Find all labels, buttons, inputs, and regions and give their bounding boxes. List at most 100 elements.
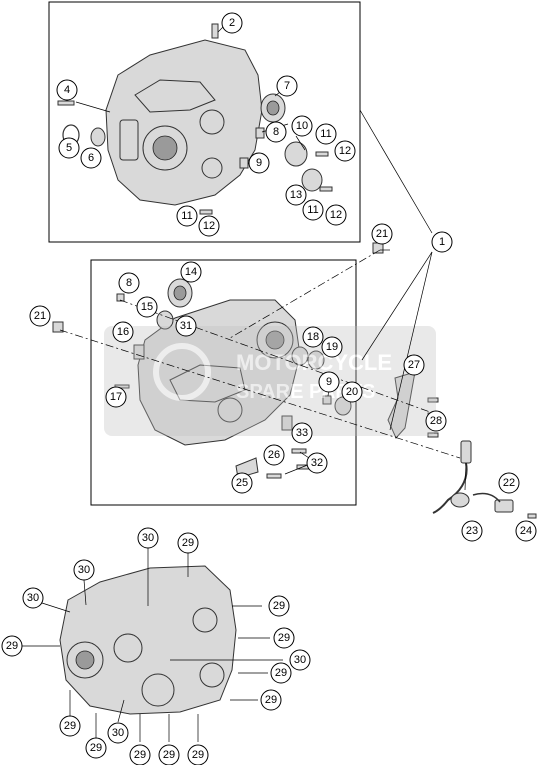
callout-label: 6: [88, 152, 94, 164]
callout-label: 29: [192, 749, 204, 761]
callout-circle: [302, 199, 324, 221]
callout-26: 26: [263, 444, 285, 466]
callout-label: 29: [163, 749, 175, 761]
callout-19: 19: [321, 336, 343, 358]
callout-12: 12: [325, 204, 347, 226]
callout-label: 15: [141, 301, 153, 313]
callout-circle: [498, 472, 520, 494]
callout-29: 29: [129, 744, 151, 765]
callout-label: 19: [326, 341, 338, 353]
callout-label: 20: [346, 386, 358, 398]
callout-circle: [176, 205, 198, 227]
callout-label: 29: [90, 742, 102, 754]
callout-29: 29: [177, 532, 199, 554]
callout-29: 29: [268, 595, 290, 617]
callout-label: 9: [256, 157, 262, 169]
callout-4: 4: [56, 79, 78, 101]
callout-label: 30: [142, 532, 154, 544]
callout-circle: [276, 75, 298, 97]
sensor-assembly: [432, 440, 537, 519]
callout-label: 11: [320, 128, 331, 140]
callout-label: 29: [275, 667, 287, 679]
callout-label: 32: [311, 457, 323, 469]
callout-20: 20: [341, 381, 363, 403]
callout-9: 9: [318, 371, 340, 393]
callout-12: 12: [198, 215, 220, 237]
callout-label: 27: [408, 359, 420, 371]
callout-circle: [198, 215, 220, 237]
callout-circle: [270, 662, 292, 684]
callout-label: 21: [34, 310, 46, 322]
callout-label: 8: [126, 277, 132, 289]
callout-label: 29: [64, 720, 76, 732]
callout-label: 16: [117, 326, 129, 338]
watermark: MOTORCYCLE SPARE PARTS: [104, 326, 436, 436]
callout-15: 15: [136, 296, 158, 318]
callout-label: 1: [439, 236, 445, 248]
callout-label: 33: [296, 427, 308, 439]
callout-11: 11: [315, 123, 337, 145]
callout-27: 27: [403, 354, 425, 376]
callout-label: 7: [284, 80, 290, 92]
upper-small-parts: [57, 23, 333, 215]
callout-11: 11: [302, 199, 324, 221]
callout-8: 8: [265, 121, 287, 143]
callout-2: 2: [221, 12, 243, 34]
callout-29: 29: [59, 715, 81, 737]
callout-11: 11: [176, 205, 198, 227]
callout-label: 26: [268, 449, 280, 461]
callout-label: 13: [290, 189, 302, 201]
callout-label: 14: [185, 266, 197, 278]
callout-32: 32: [306, 452, 328, 474]
callout-circle: [371, 223, 393, 245]
leader-lines: [22, 23, 467, 742]
callout-label: 17: [110, 391, 122, 403]
callout-label: 4: [64, 84, 70, 96]
callout-circle: [137, 527, 159, 549]
callout-circle: [285, 184, 307, 206]
callout-30: 30: [22, 587, 44, 609]
callout-label: 11: [307, 204, 318, 216]
callout-label: 30: [27, 592, 39, 604]
callout-31: 31: [175, 315, 197, 337]
callout-30: 30: [289, 649, 311, 671]
callout-label: 5: [66, 142, 72, 154]
callout-label: 30: [112, 727, 124, 739]
callout-circle: [221, 12, 243, 34]
callout-circle: [334, 140, 356, 162]
callout-circle: [187, 744, 209, 765]
callout-22: 22: [498, 472, 520, 494]
callout-label: 30: [78, 564, 90, 576]
callout-circle: [175, 315, 197, 337]
callout-29: 29: [260, 689, 282, 711]
callout-label: 23: [466, 525, 478, 537]
callout-label: 29: [273, 600, 285, 612]
callout-circle: [118, 272, 140, 294]
callout-9: 9: [248, 152, 270, 174]
crankcase-half-right: [105, 39, 263, 206]
callout-23: 23: [461, 520, 483, 542]
callout-circle: [107, 722, 129, 744]
callout-label: 31: [180, 320, 192, 332]
callout-8: 8: [118, 272, 140, 294]
callout-label: 22: [503, 477, 515, 489]
callout-circle: [321, 336, 343, 358]
callout-label: 30: [294, 654, 306, 666]
callout-label: 8: [273, 126, 279, 138]
callout-29: 29: [273, 627, 295, 649]
callout-circle: [85, 737, 107, 759]
callout-29: 29: [270, 662, 292, 684]
callout-circle: [268, 595, 290, 617]
callout-29: 29: [1, 635, 23, 657]
crankcase-half-left: [137, 299, 301, 446]
callout-circle: [260, 689, 282, 711]
callout-circle: [403, 354, 425, 376]
callout-16: 16: [112, 321, 134, 343]
callout-circle: [291, 422, 313, 444]
callout-10: 10: [291, 115, 313, 137]
callout-circle: [325, 204, 347, 226]
callout-label: 12: [203, 220, 215, 232]
callout-6: 6: [80, 147, 102, 169]
